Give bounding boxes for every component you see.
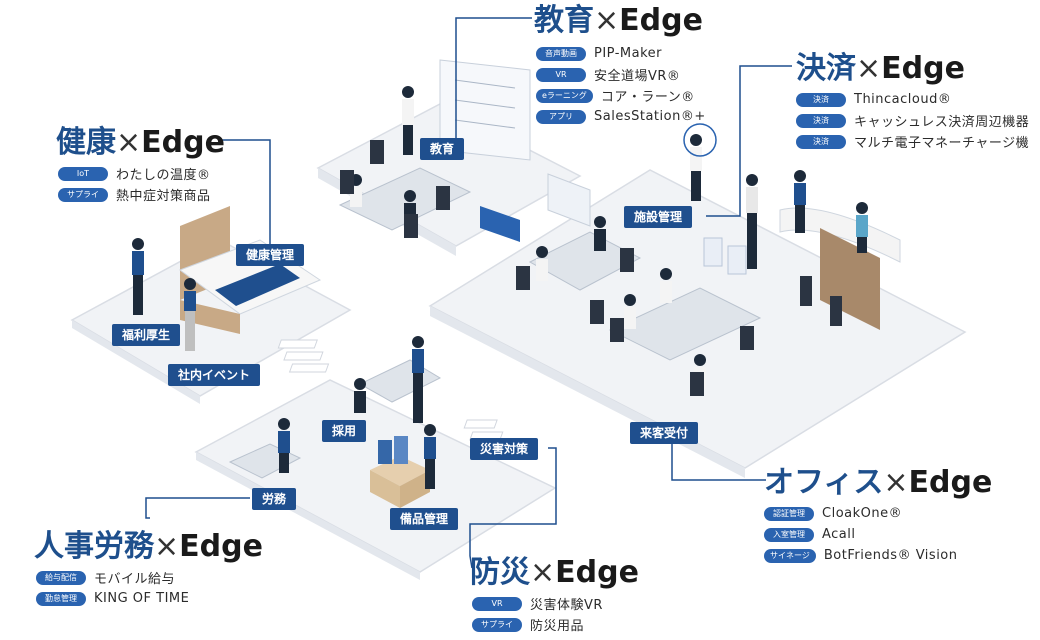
product-name: Thincacloud® [854,92,952,107]
edge-word: Edge [881,51,965,86]
list-item: 勤怠管理 KING OF TIME [36,589,189,608]
disaster-title: 防災 [470,555,530,590]
office-title: オフィス [764,465,884,500]
product-name: モバイル給与 [94,572,176,587]
product-name: 災害体験VR [530,598,603,613]
category-pill: 決済 [796,113,846,128]
product-name: わたしの温度® [116,168,211,183]
list-item: 認証管理 CloakOne® [764,504,958,523]
hr-title: 人事労務 [34,529,154,564]
list-item: VR 災害体験VR [472,594,603,613]
edge-word: Edge [619,3,703,38]
product-name: PIP-Maker [594,46,663,61]
category-pill: eラーニング [536,88,593,103]
category-pill: サイネージ [764,548,816,563]
chairs [340,140,842,396]
tag-welfare: 福利厚生 [112,324,181,346]
office-list: 認証管理 CloakOne® 入室管理 Acall サイネージ BotFriends®… [764,504,958,567]
category-pill: 給与配信 [36,570,86,585]
connector-lines [145,17,792,569]
category-pill: IoT [58,166,108,181]
payment-heading: 決済×Edge [796,52,965,86]
list-item: 音声動画 PIP-Maker [536,44,706,63]
category-pill: サプライ [472,617,522,632]
product-name: キャッシュレス決済周辺機器 [854,115,1030,130]
tag-facility-management: 施設管理 [624,206,693,228]
list-item: 給与配信モバイル給与 [36,568,189,587]
health-heading: 健康×Edge [56,126,225,160]
category-pill: アプリ [536,109,586,124]
list-item: サプライ防災用品 [472,615,603,634]
list-item: 入室管理 Acall [764,525,958,544]
product-name: SalesStation®+ [594,109,706,124]
education-list: 音声動画 PIP-Maker VR 安全道場VR® eラーニングコア・ラーン® アプ… [536,44,706,128]
list-item: 決済キャッシュレス決済周辺機器 [796,111,1029,130]
product-name: 安全道場VR® [594,69,681,84]
list-item: 決済マルチ電子マネーチャージ機 [796,132,1029,151]
disaster-list: VR 災害体験VR サプライ防災用品 [472,594,603,636]
product-name: 熱中症対策商品 [116,189,211,204]
education-title: 教育 [534,3,594,38]
category-pill: VR [472,596,522,611]
whiteboard [439,59,531,161]
payment-title: 決済 [796,51,856,86]
category-pill: 決済 [796,134,846,149]
health-title: 健康 [56,125,116,160]
product-name: BotFriends® Vision [823,548,958,563]
list-item: アプリ SalesStation®+ [536,107,706,126]
times-mark: × [154,529,180,564]
list-item: 決済 Thincacloud® [796,90,1029,109]
product-name: コア・ラーン® [600,90,695,105]
screens [480,123,747,275]
product-name: マルチ電子マネーチャージ機 [854,136,1030,151]
product-name: KING OF TIME [94,591,190,606]
health-list: IoT わたしの温度® サプライ熱中症対策商品 [58,164,211,206]
tag-equipment-management: 備品管理 [390,508,459,530]
list-item: サプライ熱中症対策商品 [58,185,211,204]
edge-word: Edge [179,529,263,564]
category-pill: 決済 [796,92,846,107]
tag-recruitment: 採用 [322,420,367,442]
edge-word: Edge [141,125,225,160]
tag-company-event: 社内イベント [168,364,261,386]
education-heading: 教育×Edge [534,4,703,38]
boxes [370,436,430,508]
product-name: CloakOne® [822,506,903,521]
tag-visitor-reception: 来客受付 [630,422,699,444]
list-item: eラーニングコア・ラーン® [536,86,706,105]
category-pill: 勤怠管理 [36,591,86,606]
times-mark: × [530,555,556,590]
edge-word: Edge [908,465,993,500]
times-mark: × [856,51,882,86]
disaster-heading: 防災×Edge [470,556,639,590]
times-mark: × [883,465,909,500]
category-pill: VR [536,67,586,82]
hr-list: 給与配信モバイル給与 勤怠管理 KING OF TIME [36,568,189,610]
tag-health-management: 健康管理 [236,244,305,266]
times-mark: × [594,3,620,38]
hr-heading: 人事労務×Edge [34,530,263,564]
list-item: サイネージ BotFriends® Vision [764,546,958,565]
times-mark: × [116,125,142,160]
tag-labor: 労務 [252,488,297,510]
category-pill: 音声動画 [536,46,586,61]
product-name: 防災用品 [530,619,585,634]
category-pill: 認証管理 [764,506,814,521]
list-item: VR 安全道場VR® [536,65,706,84]
edge-word: Edge [555,555,639,590]
office-heading: オフィス×Edge [764,466,992,500]
category-pill: サプライ [58,187,108,202]
tag-education: 教育 [420,138,465,160]
product-name: Acall [822,527,856,542]
tag-disaster-response: 災害対策 [470,438,539,460]
category-pill: 入室管理 [764,527,814,542]
list-item: IoT わたしの温度® [58,164,211,183]
